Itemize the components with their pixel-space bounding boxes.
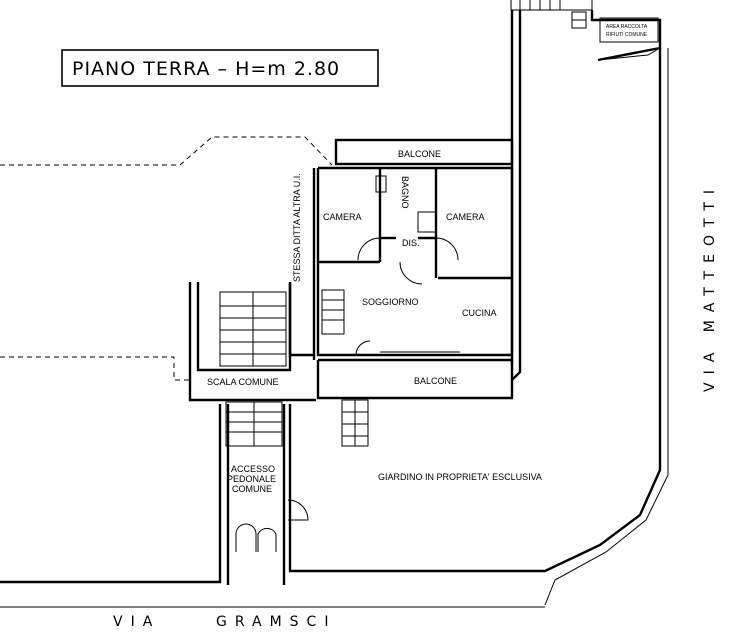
room-camera-left: CAMERA [323,212,362,222]
access-stairs [225,399,369,552]
neighbour-unit-outline [0,136,333,381]
room-soggiorno: SOGGIORNO [362,297,419,307]
common-stair [188,282,316,402]
room-scala-comune: SCALA COMUNE [207,377,279,387]
annotation-giardino: GIARDINO IN PROPRIETA' ESCLUSIVA [378,472,542,482]
annotation-accesso-1: ACCESSO [231,464,275,474]
apartment-walls [312,138,514,400]
room-cucina: CUCINA [462,308,497,318]
room-camera-right: CAMERA [446,212,485,222]
plan-title: PIANO TERRA – H=m 2.80 [72,58,340,80]
waste-area-label-2: RIFIUTI COMUNE [606,32,648,38]
room-balcone-top: BALCONE [398,149,441,159]
street-via-gramsci-via: VIA [113,614,160,630]
street-via-matteotti: VIA MATTEOTTI [702,182,718,392]
annotation-accesso-3: COMUNE [232,484,272,494]
property-boundary [0,0,669,608]
street-via-gramsci-name: GRAMSCI [216,614,336,630]
annotation-stessa-ditta: STESSA DITTA ALTRA U.I. [292,173,302,282]
room-bagno: BAGNO [400,176,410,209]
annotation-accesso-2: PEDONALE [227,474,276,484]
room-dis: DIS. [402,238,420,248]
waste-area: AREA RACCOLTA RIFIUTI COMUNE [599,17,659,43]
title-box: PIANO TERRA – H=m 2.80 [61,49,379,87]
room-balcone-bottom: BALCONE [414,376,457,386]
waste-area-label-1: AREA RACCOLTA [606,24,648,30]
